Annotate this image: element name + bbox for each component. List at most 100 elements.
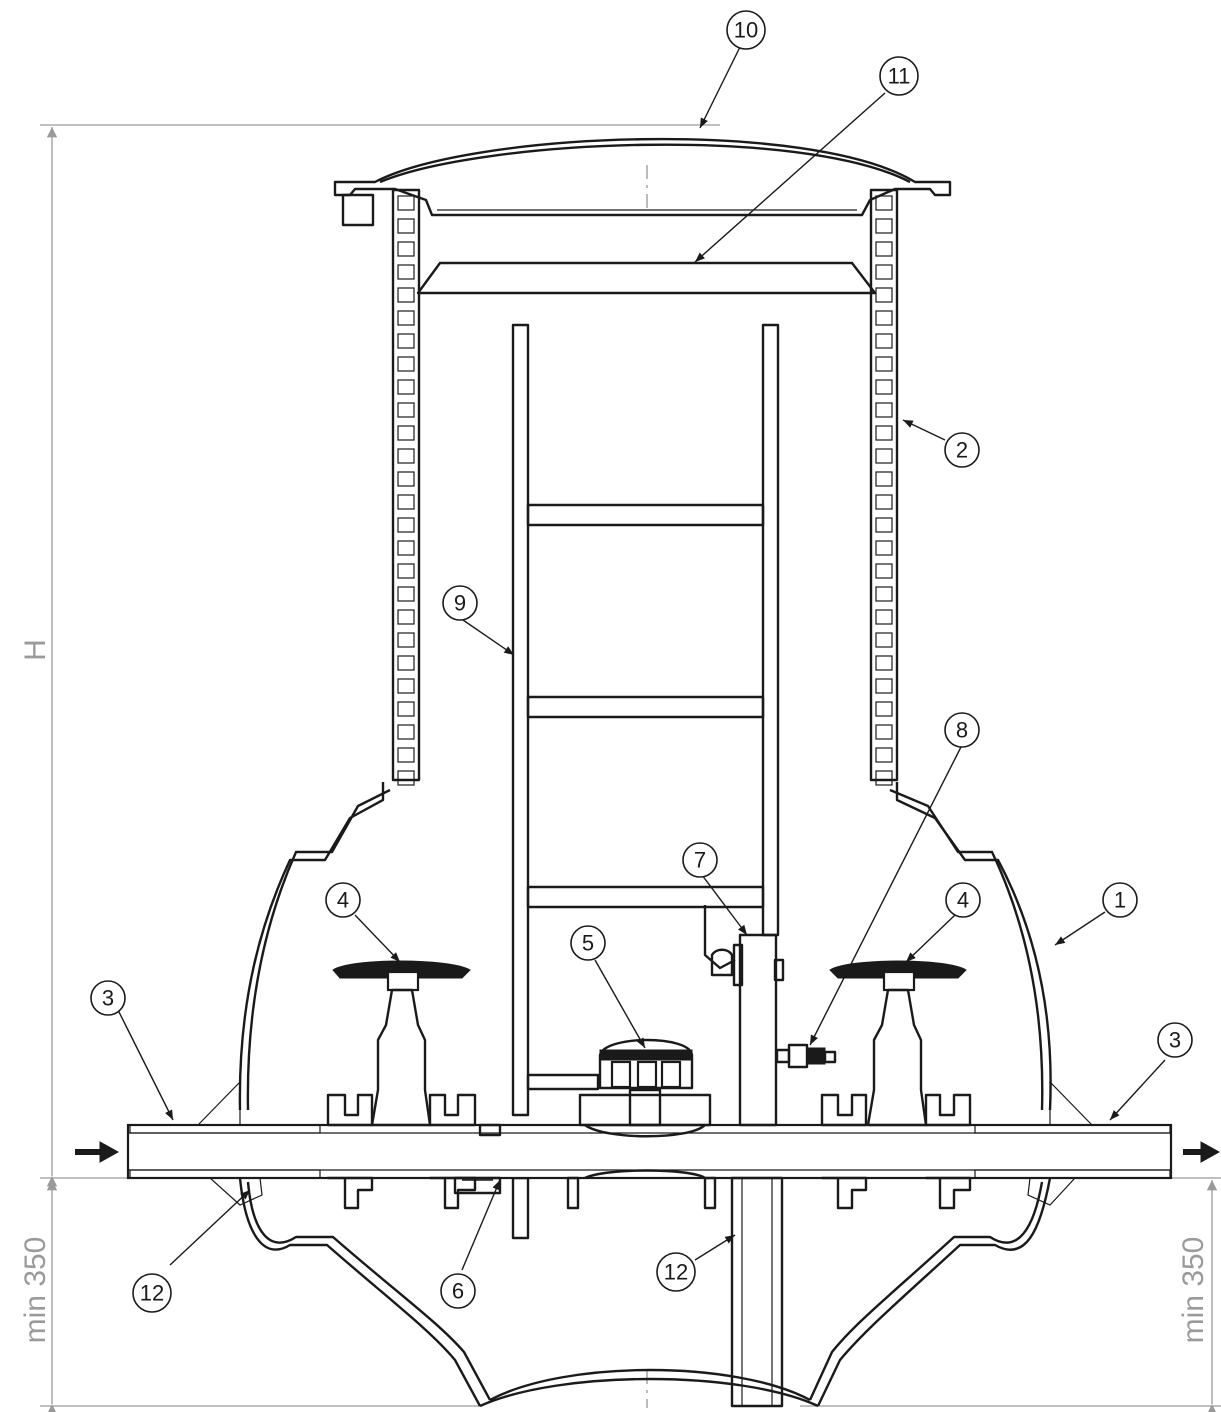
riser-shaft	[391, 188, 899, 786]
chamber-body	[196, 782, 1094, 1408]
corrugation-cell	[397, 701, 415, 717]
corrugation-cell	[397, 747, 415, 763]
corrugation-cell	[397, 195, 415, 211]
riser-corrugation-left	[397, 195, 415, 786]
corrugation-cell	[397, 333, 415, 349]
corrugation-cell	[397, 632, 415, 648]
callout-2: 2	[944, 432, 980, 468]
corrugation-cell	[875, 333, 893, 349]
corrugation-cell	[397, 287, 415, 303]
corrugation-cell	[397, 770, 415, 786]
corrugation-cell	[397, 517, 415, 533]
callout-3-right: 3	[1157, 1022, 1193, 1058]
corrugation-cell	[397, 724, 415, 740]
corrugation-cell	[875, 425, 893, 441]
corrugation-cell	[875, 609, 893, 625]
callout-12-bottom: 12	[656, 1252, 696, 1292]
callout-9: 9	[442, 585, 478, 621]
corrugation-cell	[397, 218, 415, 234]
corrugation-cell	[875, 218, 893, 234]
corrugation-cell	[875, 540, 893, 556]
corrugation-cell	[397, 471, 415, 487]
corrugation-cell	[397, 402, 415, 418]
corrugation-cell	[875, 402, 893, 418]
svg-text:3: 3	[102, 986, 114, 1011]
corrugation-cell	[397, 241, 415, 257]
corrugation-cell	[397, 540, 415, 556]
corrugation-cell	[397, 425, 415, 441]
riser-corrugation-right	[875, 195, 893, 786]
svg-text:1: 1	[1114, 888, 1126, 913]
corrugation-cell	[875, 310, 893, 326]
corrugation-cell	[875, 287, 893, 303]
svg-text:4: 4	[957, 888, 969, 913]
corrugation-cell	[397, 379, 415, 395]
corrugation-cell	[875, 517, 893, 533]
right-min-dimension-label: min 350	[1177, 1237, 1210, 1344]
corrugation-cell	[875, 494, 893, 510]
corrugation-cell	[875, 471, 893, 487]
callout-4-right: 4	[945, 882, 981, 918]
flow-arrows	[75, 1141, 1221, 1163]
corrugation-cell	[875, 632, 893, 648]
corrugation-cell	[397, 356, 415, 372]
corrugation-cell	[875, 448, 893, 464]
corrugation-cell	[875, 264, 893, 280]
corrugation-cell	[397, 655, 415, 671]
gate-valve-right	[820, 960, 972, 1210]
svg-text:10: 10	[734, 18, 758, 43]
cover	[333, 137, 952, 227]
corrugation-cell	[875, 724, 893, 740]
callout-12-left: 12	[132, 1273, 172, 1313]
svg-text:7: 7	[694, 848, 706, 873]
corrugation-cell	[875, 379, 893, 395]
svg-text:6: 6	[452, 1279, 464, 1304]
corrugation-cell	[397, 310, 415, 326]
corrugation-cell	[397, 264, 415, 280]
corrugation-cell	[875, 678, 893, 694]
sampling-tap	[775, 1043, 837, 1069]
left-min-dimension-label: min 350	[19, 1237, 52, 1344]
corrugation-cell	[875, 241, 893, 257]
branch-riser	[703, 905, 785, 1408]
corrugation-cell	[397, 494, 415, 510]
corrugation-cell	[397, 448, 415, 464]
svg-text:4: 4	[337, 888, 349, 913]
callout-5: 5	[570, 925, 606, 961]
callout-10: 10	[726, 10, 766, 50]
svg-text:3: 3	[1169, 1028, 1181, 1053]
corrugation-cell	[875, 770, 893, 786]
concrete-slab	[416, 261, 877, 295]
water-meter	[566, 1038, 717, 1210]
corrugation-cell	[397, 563, 415, 579]
svg-text:2: 2	[956, 438, 968, 463]
corrugation-cell	[875, 655, 893, 671]
corrugation-cell	[875, 195, 893, 211]
svg-text:12: 12	[664, 1260, 688, 1285]
svg-text:9: 9	[454, 591, 466, 616]
height-dimension-label: H	[19, 639, 52, 661]
corrugation-cell	[397, 678, 415, 694]
callout-6: 6	[440, 1273, 476, 1309]
corrugation-cell	[875, 563, 893, 579]
dimensions: H min 350 min 350	[19, 124, 1221, 1412]
corrugation-cell	[875, 356, 893, 372]
corrugation-cell	[397, 586, 415, 602]
corrugation-cell	[875, 701, 893, 717]
callout-7: 7	[682, 842, 718, 878]
strainer	[453, 1123, 502, 1195]
callout-leaders	[117, 46, 1166, 1271]
callout-8: 8	[944, 712, 980, 748]
callout-4-left: 4	[325, 882, 361, 918]
svg-text:11: 11	[888, 64, 911, 89]
callout-11: 11	[879, 56, 919, 96]
callout-3-left: 3	[90, 980, 126, 1016]
svg-text:8: 8	[956, 718, 968, 743]
callout-1: 1	[1102, 882, 1138, 918]
ladder	[511, 323, 780, 1240]
corrugation-cell	[875, 586, 893, 602]
gate-valve-left	[326, 960, 477, 1210]
svg-text:12: 12	[140, 1281, 164, 1306]
corrugation-cell	[397, 609, 415, 625]
